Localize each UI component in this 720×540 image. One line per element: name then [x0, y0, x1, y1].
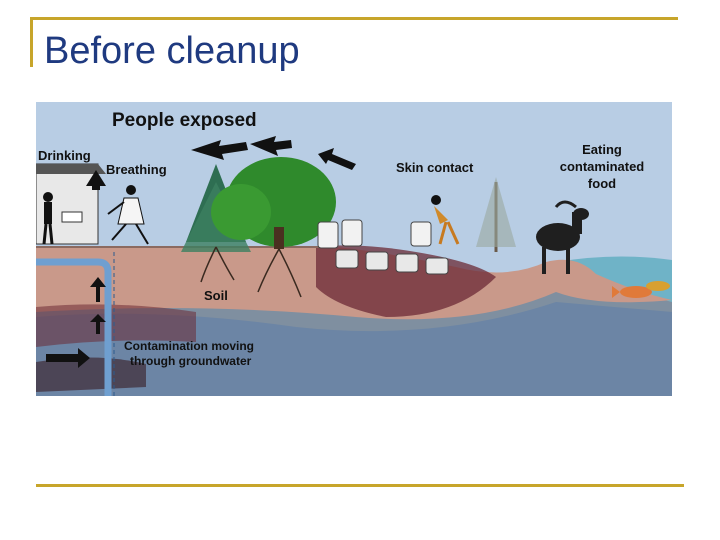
label-groundwater-2: through groundwater [130, 354, 252, 368]
frame-bottom-rule [36, 484, 684, 487]
tree-bare-icon [476, 177, 516, 252]
slide-title: Before cleanup [44, 30, 300, 72]
frame-top-rule [30, 17, 678, 20]
well-pipe [36, 258, 112, 396]
arrow-up-icon [90, 314, 106, 334]
person-breathing-icon [107, 185, 149, 245]
label-breathing: Breathing [106, 162, 167, 177]
label-people-exposed: People exposed [112, 110, 257, 131]
fish-icon [612, 281, 670, 298]
exposure-arrows [46, 136, 356, 368]
contamination-diagram: People exposed Drinking Breathing Skin c… [36, 102, 672, 396]
person-drinking-icon [42, 192, 54, 245]
diagram-svg: People exposed Drinking Breathing Skin c… [36, 102, 672, 396]
arrow-up-icon [90, 277, 106, 302]
arrow-right-icon [46, 348, 90, 368]
label-eating-1: Eating [582, 142, 622, 157]
frame-left-rule [30, 17, 33, 67]
tree-deciduous-icon [211, 157, 336, 249]
house-roof [36, 164, 106, 174]
sink [61, 211, 83, 223]
arrow-up-left-icon [318, 148, 356, 170]
arrow-left-icon [250, 136, 292, 156]
label-eating-3: food [588, 176, 616, 191]
label-skin-contact: Skin contact [396, 160, 474, 175]
contamination-plume [316, 245, 496, 317]
barrels-icon [317, 219, 449, 275]
person-skin-contact-icon [431, 195, 460, 245]
arrow-down-icon [86, 170, 106, 190]
label-groundwater-1: Contamination moving [124, 339, 254, 353]
label-soil: Soil [204, 288, 228, 303]
label-eating-2: contaminated [560, 159, 645, 174]
arrow-left-icon [191, 140, 248, 160]
tree-roots [200, 246, 302, 298]
label-drinking: Drinking [38, 148, 91, 163]
moose-icon [536, 200, 589, 274]
